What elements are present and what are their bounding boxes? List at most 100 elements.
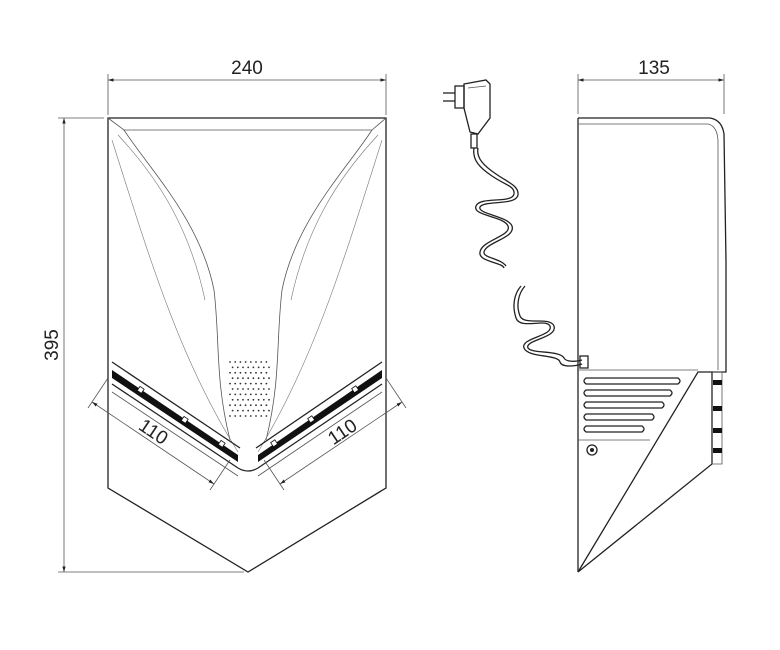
dimension-outlet-left: 110 xyxy=(87,377,231,491)
grille-dot xyxy=(236,377,239,380)
grille-dot xyxy=(249,404,252,407)
grille-dot xyxy=(262,388,265,390)
grille-dot xyxy=(231,388,234,390)
grille-dot xyxy=(260,382,263,385)
grille-dot xyxy=(239,393,242,396)
grille-dot xyxy=(247,377,250,380)
grille-dot xyxy=(255,415,257,417)
grille-dot xyxy=(236,409,239,412)
dimension-width: 240 xyxy=(107,58,387,115)
grille-dot xyxy=(229,415,231,417)
front-view: 240 395 110 110 xyxy=(42,58,407,573)
dimension-depth-label: 135 xyxy=(638,58,670,79)
grille-dot xyxy=(234,415,237,417)
grille-dot xyxy=(239,382,242,385)
grille-dot xyxy=(255,393,257,396)
grille-dot xyxy=(257,366,260,369)
grille-dot xyxy=(265,361,268,363)
grille-dot xyxy=(231,398,234,401)
grille-dot xyxy=(229,404,231,407)
grille-dot xyxy=(247,388,250,390)
grille-dot xyxy=(260,371,263,374)
grille-dot xyxy=(242,398,244,401)
grille-dot xyxy=(234,361,237,363)
grille-dot xyxy=(234,382,237,385)
grille-dot xyxy=(268,377,270,380)
grille-dot xyxy=(236,388,239,390)
grille-dot xyxy=(239,404,242,407)
grille-dot xyxy=(231,377,234,380)
grille-dot xyxy=(247,398,250,401)
grille-dot xyxy=(231,366,234,369)
grille-dot xyxy=(231,409,234,412)
grille-dot xyxy=(255,404,257,407)
grille-dot xyxy=(244,415,247,417)
grille-dot xyxy=(265,415,268,417)
side-view: 135 xyxy=(577,58,727,573)
side-vent-slots xyxy=(583,377,681,433)
grille-dot xyxy=(242,409,244,412)
grille-dot xyxy=(268,366,270,369)
grille-dot xyxy=(249,382,252,385)
grille-dot xyxy=(234,393,237,396)
grille-dot xyxy=(260,404,263,407)
grille-dot xyxy=(257,377,260,380)
grille-dot xyxy=(244,371,247,374)
grille-dot xyxy=(265,393,268,396)
grille-dot xyxy=(242,388,244,390)
plug-icon xyxy=(443,79,491,149)
grille-dot xyxy=(244,393,247,396)
grille-dot xyxy=(229,361,231,363)
grille-dot xyxy=(262,366,265,369)
grille-dot xyxy=(260,361,263,363)
dimension-width-label: 240 xyxy=(231,58,263,79)
dimension-outlet-right-label: 110 xyxy=(324,415,361,449)
grille-dot xyxy=(262,377,265,380)
grille-perforation xyxy=(229,361,270,417)
dimension-height: 395 xyxy=(42,117,244,573)
grille-dot xyxy=(268,388,270,390)
grille-dot xyxy=(244,404,247,407)
front-body-outline xyxy=(107,117,387,573)
grille-dot xyxy=(249,371,252,374)
grille-dot xyxy=(265,404,268,407)
grille-dot xyxy=(257,388,260,390)
dimension-depth: 135 xyxy=(577,58,725,114)
side-screw-icon xyxy=(586,444,598,456)
grille-dot xyxy=(242,366,244,369)
grille-dot xyxy=(265,371,268,374)
grille-dot xyxy=(234,371,237,374)
grille-dot xyxy=(255,382,257,385)
grille-dot xyxy=(234,404,237,407)
grille-dot xyxy=(236,366,239,369)
grille-dot xyxy=(249,415,252,417)
grille-dot xyxy=(229,393,231,396)
grille-dot xyxy=(260,393,263,396)
grille-dot xyxy=(239,361,242,363)
grille-dot xyxy=(257,398,260,401)
grille-dot xyxy=(252,366,255,369)
grille-dot xyxy=(244,361,247,363)
grille-dot xyxy=(265,382,268,385)
grille-dot xyxy=(268,398,270,401)
grille-dot xyxy=(239,415,242,417)
grille-dot xyxy=(268,409,270,412)
grille-dot xyxy=(255,361,257,363)
grille-dot xyxy=(255,371,257,374)
grille-dot xyxy=(262,398,265,401)
grille-dot xyxy=(249,393,252,396)
grille-dot xyxy=(229,371,231,374)
grille-dot xyxy=(236,398,239,401)
power-plug-cable xyxy=(443,79,589,369)
grille-dot xyxy=(247,409,250,412)
grille-dot xyxy=(252,377,255,380)
grille-dot xyxy=(257,409,260,412)
air-outlet-right xyxy=(255,361,383,477)
grille-dot xyxy=(252,398,255,401)
grille-dot xyxy=(249,361,252,363)
grille-dot xyxy=(260,415,263,417)
dimension-height-label: 395 xyxy=(42,329,63,361)
grille-dot xyxy=(229,382,231,385)
grille-dot xyxy=(252,409,255,412)
